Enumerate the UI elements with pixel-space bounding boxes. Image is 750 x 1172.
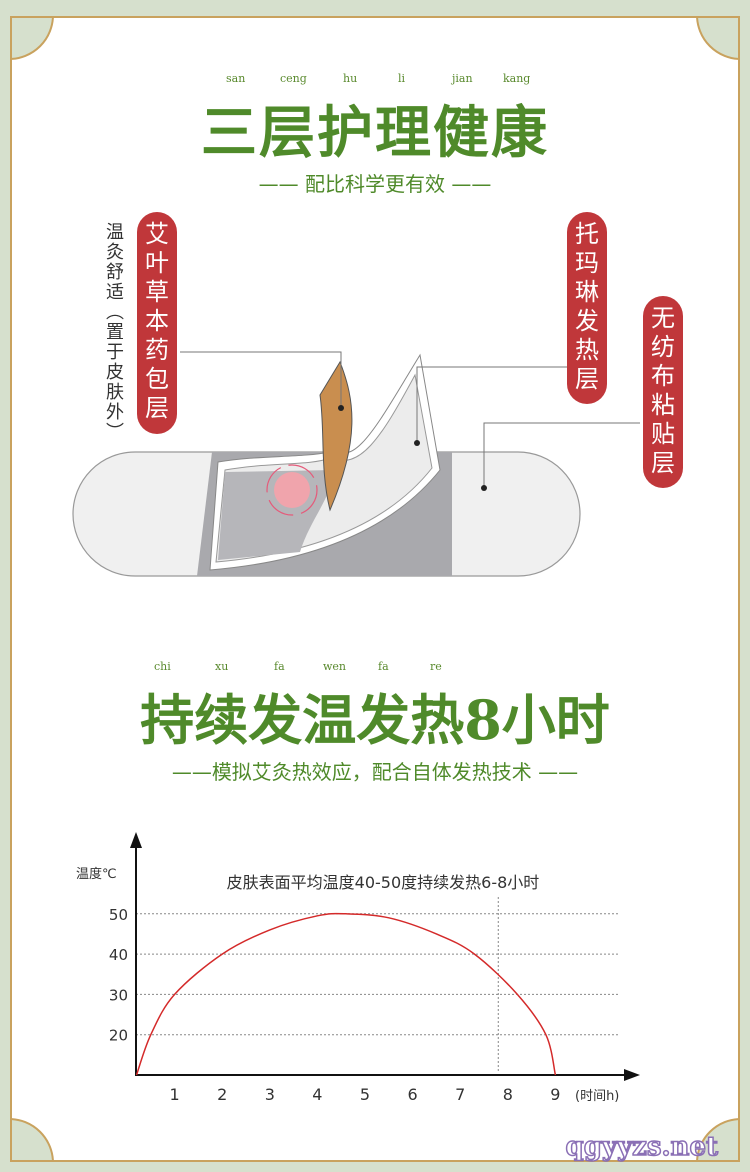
pinyin: wen: [323, 660, 347, 673]
x-tick-label: 9: [550, 1085, 560, 1104]
chart-title: 皮肤表面平均温度40-50度持续发热6-8小时: [227, 873, 540, 892]
x-tick-label: 2: [217, 1085, 227, 1104]
patch-layers-diagram: [72, 351, 640, 577]
side-note: 温灸舒适（置于皮肤外）: [103, 222, 124, 442]
pinyin: re: [430, 660, 442, 673]
mugwort-layer: [319, 360, 353, 512]
x-tick-label: 4: [312, 1085, 322, 1104]
x-tick-label: 5: [360, 1085, 370, 1104]
layer-label-nonwoven: 无纺布粘贴层: [643, 296, 683, 488]
watermark: qgyyzs.net: [565, 1131, 719, 1163]
pinyin: chi: [154, 660, 171, 673]
x-tick-label: 3: [265, 1085, 275, 1104]
pinyin: xu: [215, 660, 229, 673]
y-tick-label: 50: [109, 906, 128, 924]
section-title: 持续发温发热8小时: [140, 688, 610, 752]
y-tick-label: 40: [109, 946, 128, 964]
pinyin: fa: [378, 660, 389, 673]
y-tick-label: 30: [109, 986, 128, 1004]
pinyin: fa: [274, 660, 285, 673]
y-tick-label: 20: [109, 1027, 128, 1045]
pinyin: kang: [503, 72, 531, 85]
y-axis-label: 温度℃: [76, 866, 117, 882]
x-axis-label: (时间h): [575, 1089, 619, 1104]
layer-label-tourmaline: 托玛琳发热层: [567, 212, 607, 404]
pinyin: li: [398, 72, 406, 85]
x-tick-label: 6: [408, 1085, 418, 1104]
pinyin: jian: [452, 72, 473, 85]
x-tick-label: 8: [503, 1085, 513, 1104]
pinyin: hu: [343, 72, 358, 85]
layer-label-mugwort: 艾叶草本药包层: [137, 212, 177, 434]
content-panel: [10, 16, 740, 1162]
section-title: 三层护理健康: [201, 100, 549, 166]
temperature-curve: [135, 912, 557, 1076]
y-axis-arrow: [130, 832, 142, 848]
section-subtitle: ——模拟艾灸热效应，配合自体发热技术 ——: [171, 760, 579, 784]
section-subtitle: —— 配比科学更有效 ——: [258, 172, 492, 196]
x-tick-label: 7: [455, 1085, 465, 1104]
x-tick-label: 1: [170, 1085, 180, 1104]
heat-spot: [274, 472, 310, 508]
x-axis-arrow: [624, 1069, 640, 1081]
pinyin: ceng: [280, 72, 307, 85]
pinyin: san: [226, 72, 246, 85]
